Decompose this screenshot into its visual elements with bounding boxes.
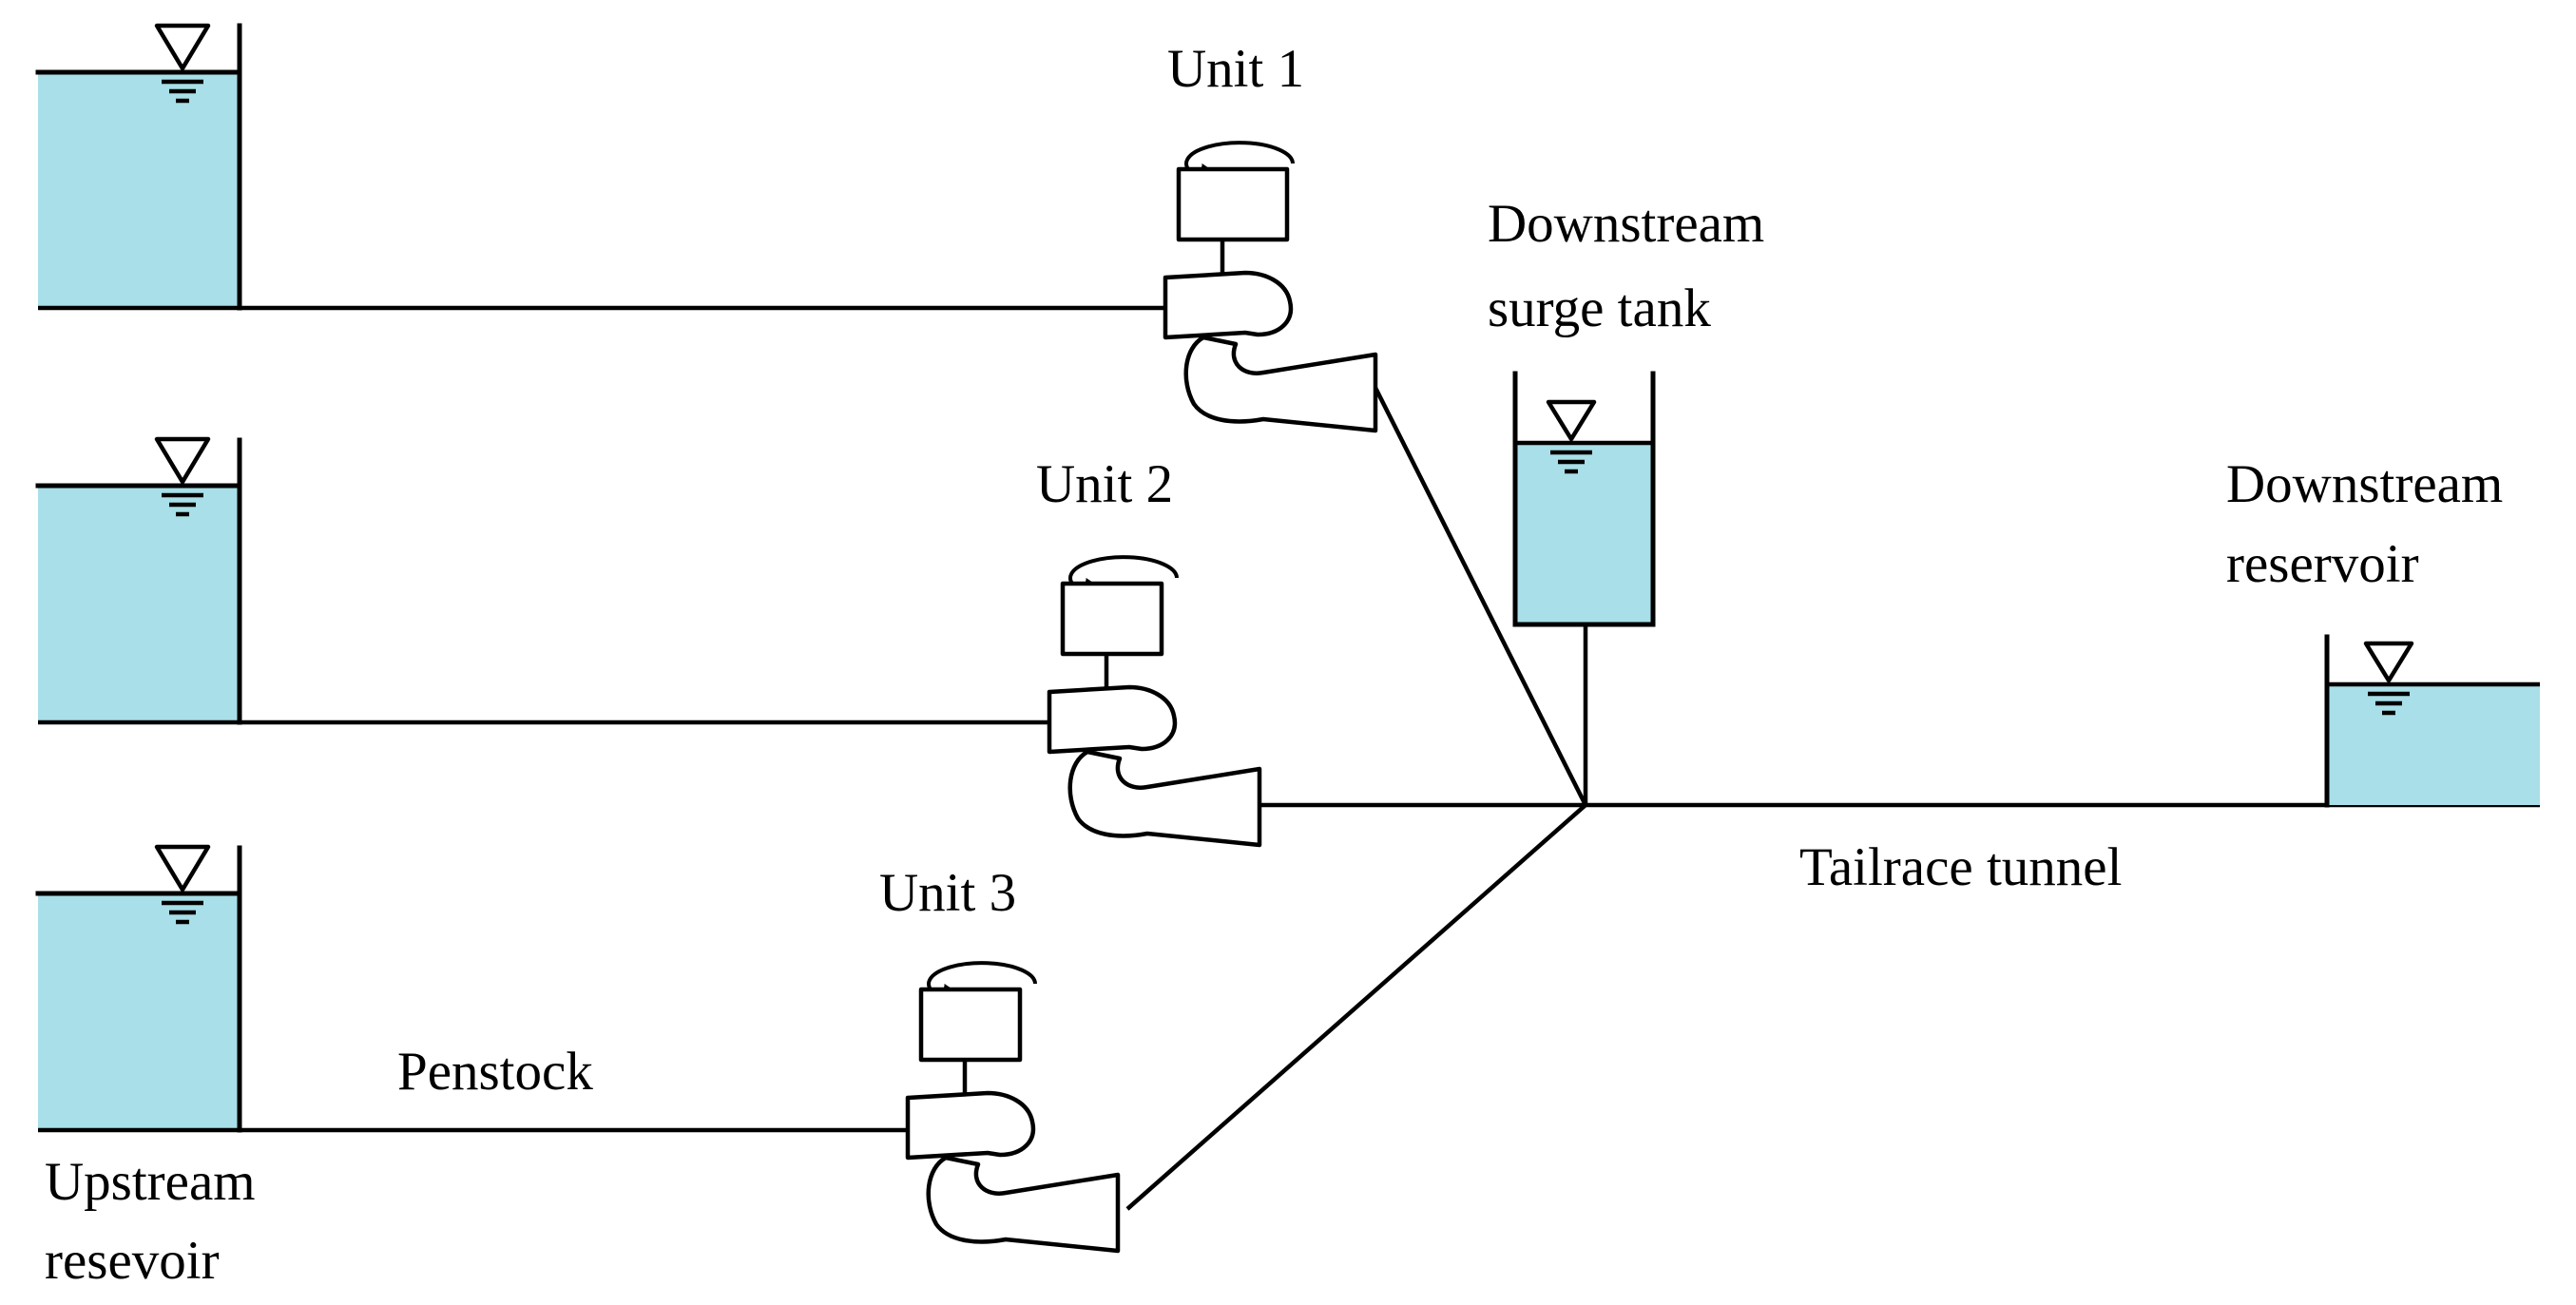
upstream-reservoir-1 [35, 23, 242, 311]
unit-3 [905, 961, 1121, 1254]
water-level-icon [1546, 399, 1597, 474]
upstream-reservoir-2 [35, 436, 242, 725]
penstock-label: Penstock [397, 1042, 593, 1102]
downstream-surge-tank-label-line1: Downstream [1488, 194, 1764, 254]
draft-pipe-unit3 [1125, 803, 1587, 1211]
unit-2 [1047, 555, 1262, 848]
francis-turbine-icon [905, 1090, 1121, 1254]
reservoir-water [38, 893, 240, 1130]
generator-box-icon [1060, 581, 1164, 657]
downstream-surge-tank [1512, 371, 1656, 627]
downstream-reservoir [2324, 634, 2540, 808]
downstream-reservoir-label-line1: Downstream [2226, 454, 2503, 514]
upstream-reservoir-3 [35, 844, 242, 1133]
tailrace-tunnel-label: Tailrace tunnel [1799, 837, 2122, 897]
francis-turbine-icon [1163, 270, 1378, 433]
surge-tank-water [1515, 443, 1653, 624]
reservoir-wall [35, 23, 242, 311]
draft-pipe-unit1 [1373, 386, 1588, 807]
generator-box-icon [1176, 166, 1290, 242]
downstream-surge-tank-label-line2: surge tank [1488, 278, 1711, 338]
downstream-reservoir-water [2327, 684, 2540, 805]
surge-tank-wall [1512, 371, 1656, 627]
unit-1 [1163, 141, 1378, 433]
water-level-icon [154, 436, 211, 517]
francis-turbine-icon [1047, 684, 1262, 848]
reservoir-water [38, 72, 240, 308]
water-level-icon [154, 844, 211, 925]
unit-2-label: Unit 2 [1036, 454, 1173, 514]
downstream-reservoir-label-line2: reservoir [2226, 534, 2419, 594]
generator-box-icon [918, 987, 1023, 1063]
water-level-icon [154, 23, 211, 104]
reservoir-wall [35, 437, 242, 725]
reservoir-wall [35, 845, 242, 1133]
unit-3-label: Unit 3 [879, 863, 1016, 923]
reservoir-water [38, 486, 240, 722]
unit-1-label: Unit 1 [1167, 39, 1304, 99]
upstream-reservoir-label-line2: resevoir [45, 1231, 220, 1291]
upstream-reservoir-label-line1: Upstream [45, 1152, 256, 1212]
water-level-icon [2363, 641, 2414, 716]
